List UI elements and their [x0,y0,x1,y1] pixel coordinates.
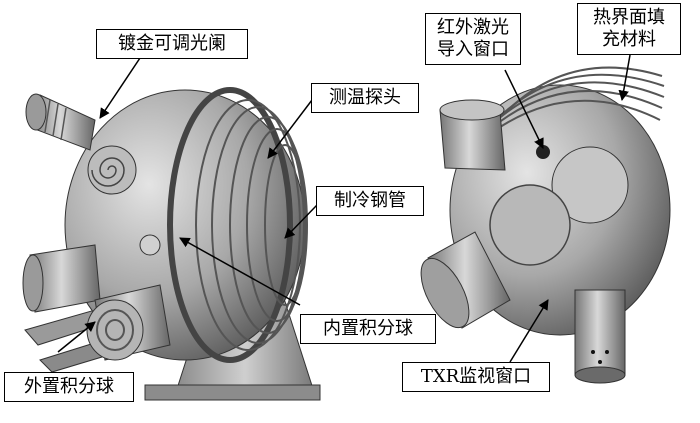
label-txr-window: TXR监视窗口 [402,362,550,392]
label-temp-probe: 测温探头 [311,83,419,113]
lower-left-cylinder [22,244,101,313]
left-flange [167,87,293,363]
right-large-port [489,184,571,266]
spiral-mark [91,157,125,187]
label-thermal-line2: 充材料 [602,29,656,50]
leader-cooling-pipe [284,204,318,239]
gold-iris-cylinder [25,93,96,151]
leader-lines [57,54,631,363]
label-thermal-interface: 热界面填 充材料 [577,3,681,55]
label-cooling-pipe: 制冷钢管 [316,186,424,216]
leader-temp-probe [267,99,313,159]
left-sphere-assembly [22,87,321,401]
leader-txr [509,299,549,363]
leader-outer-sphere [57,321,96,353]
leader-thermal [618,54,631,102]
left-spiral-port [87,145,137,195]
label-inner-sphere: 内置积分球 [300,314,436,344]
label-gold-iris: 镀金可调光阑 [96,29,248,59]
label-thermal-line1: 热界面填 [593,7,665,28]
right-bottom-cylinder [574,289,626,384]
label-txr-window-text: TXR监视窗口 [420,366,532,387]
left-small-port [139,234,161,256]
label-gold-iris-text: 镀金可调光阑 [118,33,226,54]
right-sphere-assembly [420,66,671,384]
outer-sphere-port [86,284,171,361]
right-top-cylinder [439,99,506,171]
left-cooling-grooves [195,99,308,351]
left-stand-base [144,384,321,401]
right-face-disk [551,146,629,224]
leader-gold-iris [99,57,141,119]
label-cooling-pipe-text: 制冷钢管 [334,190,406,211]
label-temp-probe-text: 测温探头 [329,87,401,108]
label-ir-laser: 红外激光 导入窗口 [425,13,521,65]
label-outer-sphere: 外置积分球 [4,372,134,402]
leader-inner-sphere [179,237,301,306]
label-ir-laser-line2: 导入窗口 [437,39,509,60]
label-inner-sphere-text: 内置积分球 [323,318,413,339]
label-outer-sphere-text: 外置积分球 [24,376,114,397]
txr-cylinder [420,231,511,329]
leader-ir-laser [504,69,544,149]
label-ir-laser-line1: 红外激光 [437,17,509,38]
